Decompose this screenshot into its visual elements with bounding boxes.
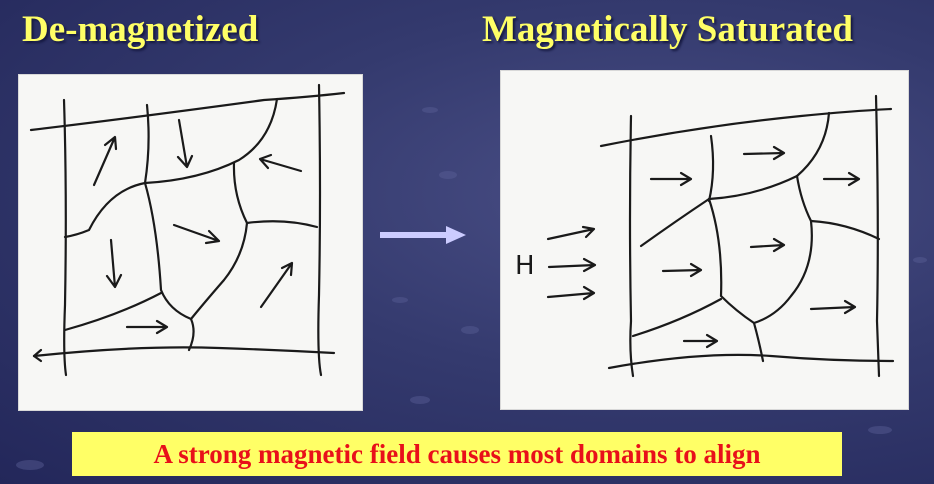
transition-arrow-icon: [380, 226, 466, 244]
field-label-h: H: [515, 251, 535, 281]
demagnetized-domain-sketch: [18, 74, 363, 411]
caption-text: A strong magnetic field causes most doma…: [153, 438, 761, 469]
saturated-domain-sketch: H: [500, 70, 909, 410]
saturated-title: Magnetically Saturated: [482, 9, 853, 50]
demagnetized-title: De-magnetized: [22, 9, 259, 50]
caption-banner: A strong magnetic field causes most doma…: [72, 432, 842, 476]
